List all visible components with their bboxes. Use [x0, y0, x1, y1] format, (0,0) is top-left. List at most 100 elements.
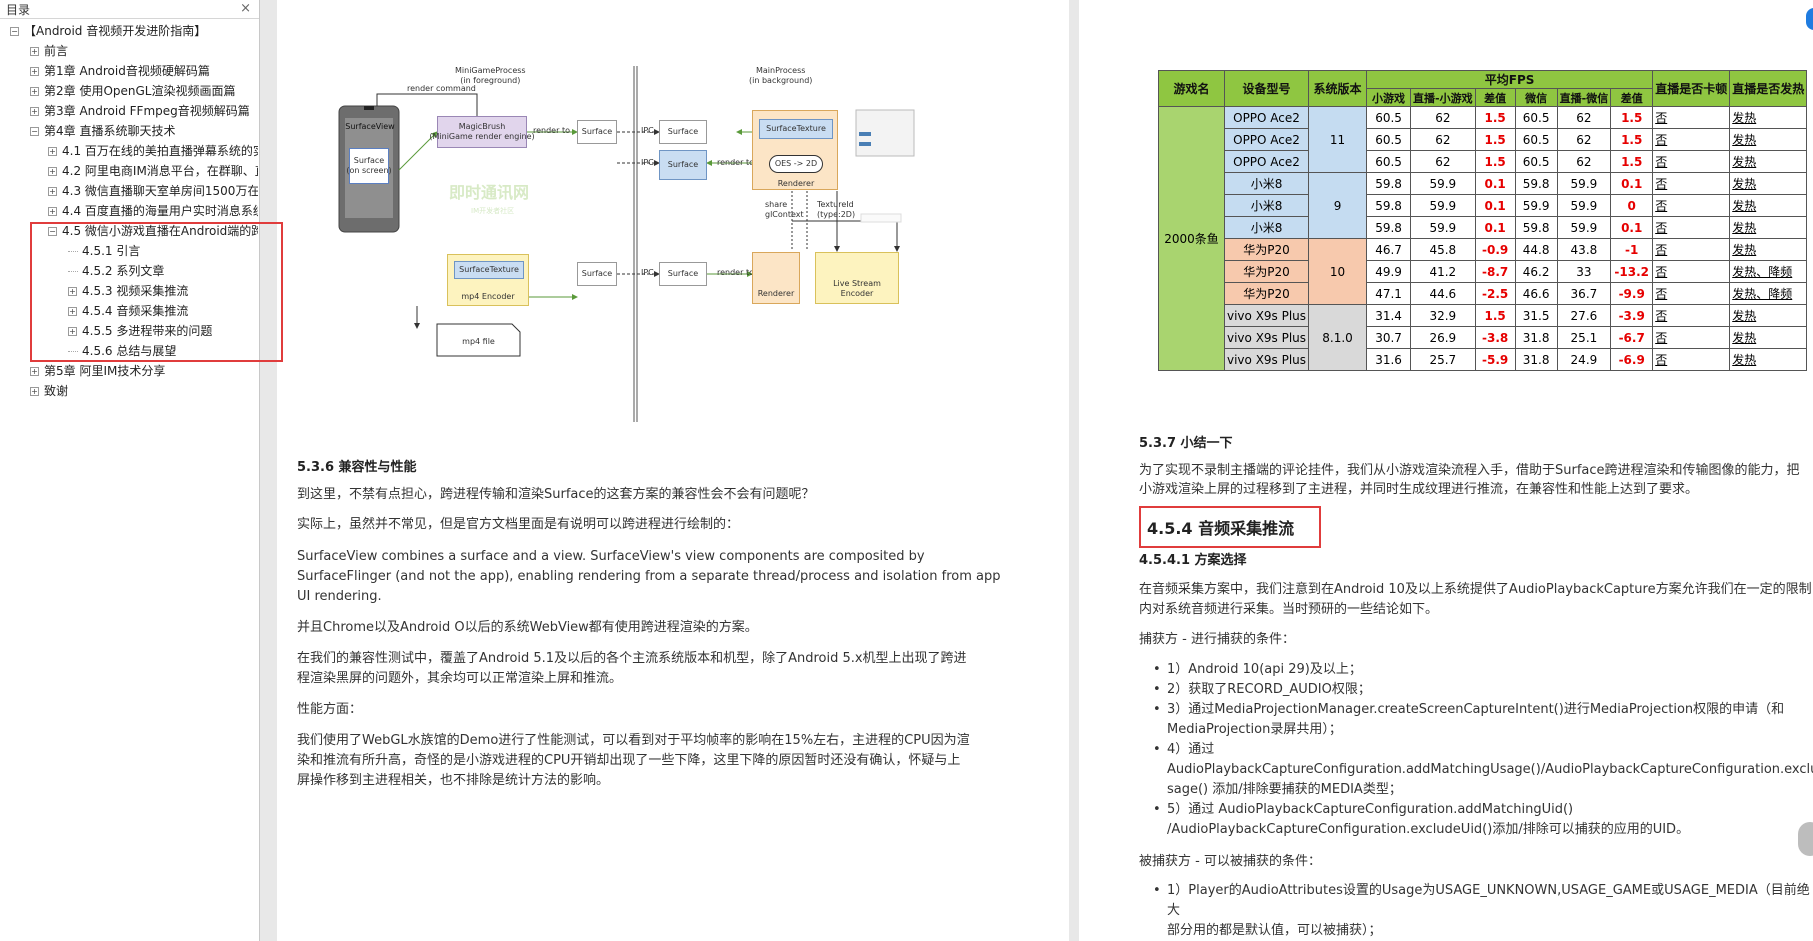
cell-heat: 发热	[1729, 106, 1808, 129]
cell-value: 59.9	[1410, 216, 1476, 239]
cell-model: OPPO Ace2	[1223, 150, 1310, 173]
list-item: 部分用的都是默认值，可以被捕获）；	[1167, 923, 1382, 938]
expand-icon[interactable]: +	[30, 106, 39, 116]
toc-item-label: 4.1 百万在线的美拍直播弹幕系统的实	[62, 144, 258, 158]
page-nav-icon[interactable]	[1806, 8, 1813, 30]
toc-item[interactable]: 4.5.6 总结与展望	[68, 341, 258, 361]
cell-value: 45.8	[1410, 238, 1476, 261]
expand-icon[interactable]: +	[30, 86, 39, 96]
cell-value: 49.9	[1366, 260, 1412, 283]
expand-icon[interactable]: +	[30, 386, 39, 396]
label-ipc-2: IPC	[641, 158, 654, 167]
cell-stutter: 否	[1652, 282, 1731, 305]
toc-item[interactable]: −4.5 微信小游戏直播在Android端的跨	[48, 221, 258, 241]
collapse-icon[interactable]: −	[48, 226, 57, 236]
th-sub: 直播-小游戏	[1410, 88, 1476, 107]
expand-icon[interactable]: +	[30, 366, 39, 376]
tree-connector	[68, 250, 78, 252]
scroll-up-button[interactable]	[1798, 822, 1813, 856]
magic-brush-box: MagicBrush (MiniGame render engine)	[429, 116, 535, 148]
label-mp4-encoder: mp4 Encoder	[461, 292, 515, 301]
cell-value: 62	[1556, 128, 1612, 151]
cell-value: -5.9	[1474, 348, 1516, 371]
expand-icon[interactable]: +	[68, 286, 77, 296]
label-main-process: MainProcess (in background)	[749, 66, 813, 85]
cell-os: 10	[1308, 238, 1368, 305]
choice-line-1: 在音频采集方案中，我们注意到在Android 10及以上系统提供了AudioPl…	[1139, 582, 1812, 597]
toc-item[interactable]: +4.2 阿里电商IM消息平台，在群聊、直	[48, 161, 258, 181]
cell-value: 59.9	[1556, 216, 1612, 239]
expand-icon[interactable]: +	[30, 66, 39, 76]
cell-value: 25.7	[1410, 348, 1476, 371]
th-heat: 直播是否发热	[1729, 70, 1808, 107]
th-sub: 微信	[1514, 88, 1558, 107]
toc-item[interactable]: +4.4 百度直播的海量用户实时消息系统	[48, 201, 258, 221]
captured-title: 被捕获方 - 可以被捕获的条件：	[1139, 854, 1321, 869]
th-sub: 小游戏	[1366, 88, 1412, 107]
toc-item-label: 4.5.5 多进程带来的问题	[82, 324, 213, 338]
cell-value: 32.9	[1410, 304, 1476, 327]
heading-536: 5.3.6 兼容性与性能	[297, 460, 417, 475]
toc-item[interactable]: +4.3 微信直播聊天室单房间1500万在线	[48, 181, 258, 201]
toc-item[interactable]: +前言	[30, 41, 258, 61]
expand-icon[interactable]: +	[68, 306, 77, 316]
expand-icon[interactable]: +	[30, 46, 39, 56]
para-1: 到这里，不禁有点担心，跨进程传输和渲染Surface的这套方案的兼容性会不会有问…	[297, 487, 815, 502]
quote-line-3: UI rendering.	[297, 589, 382, 604]
surface-box-4: Surface	[577, 262, 617, 286]
cell-value: 62	[1556, 106, 1612, 129]
toc-item[interactable]: +4.1 百万在线的美拍直播弹幕系统的实	[48, 141, 258, 161]
expand-icon[interactable]: +	[48, 186, 57, 196]
list-item: /AudioPlaybackCaptureConfiguration.exclu…	[1167, 822, 1690, 837]
heading-537: 5.3.7 小结一下	[1139, 436, 1233, 451]
cell-value: -6.7	[1610, 326, 1654, 349]
label-ipc-1: IPC	[641, 126, 654, 135]
toc-item[interactable]: +第3章 Android FFmpeg音视频解码篇	[30, 101, 258, 121]
cell-value: 0	[1610, 194, 1654, 217]
label-render-command: render command	[407, 84, 476, 93]
toc-item[interactable]: −【Android 音视频开发进阶指南】	[10, 21, 258, 41]
tree-connector	[68, 270, 78, 272]
expand-icon[interactable]: +	[48, 206, 57, 216]
label-ipc-3: IPC	[641, 268, 654, 277]
toc-item[interactable]: 4.5.2 系列文章	[68, 261, 258, 281]
close-icon[interactable]: ×	[240, 1, 251, 16]
toc-item[interactable]: + 第2章 使用OpenGL渲染视频画面篇	[30, 81, 258, 101]
toc-item[interactable]: 4.5.1 引言	[68, 241, 258, 261]
cell-model: vivo X9s Plus	[1223, 326, 1310, 349]
cell-value: 0.1	[1474, 194, 1516, 217]
toc-item[interactable]: +4.5.3 视频采集推流	[68, 281, 258, 301]
toc-item[interactable]: −第4章 直播系统聊天技术	[30, 121, 258, 141]
cell-stutter: 否	[1652, 326, 1731, 349]
list-item: 1）Player的AudioAttributes设置的Usage为USAGE_U…	[1139, 881, 1813, 921]
toc-item[interactable]: +第5章 阿里IM技术分享	[30, 361, 258, 381]
cell-model: OPPO Ace2	[1223, 106, 1310, 129]
collapse-icon[interactable]: −	[10, 26, 19, 36]
sidebar-splitter[interactable]	[260, 0, 277, 941]
toc-item[interactable]: +致谢	[30, 381, 258, 401]
summary-line-2: 小游戏渲染上屏的过程移到了主进程，并同时生成纹理进行推流，在兼容性和性能上达到了…	[1139, 482, 1699, 497]
toc-item-label: 第2章 使用OpenGL渲染视频画面篇	[44, 84, 236, 98]
cell-value: -3.9	[1610, 304, 1654, 327]
expand-icon[interactable]: +	[48, 146, 57, 156]
toc-item[interactable]: +第1章 Android音视频硬解码篇	[30, 61, 258, 81]
para-4-line-1: 在我们的兼容性测试中，覆盖了Android 5.1及以后的各个主流系统版本和机型…	[297, 651, 967, 666]
cell-value: 41.2	[1410, 260, 1476, 283]
cell-value: 31.5	[1514, 304, 1558, 327]
collapse-icon[interactable]: −	[30, 126, 39, 136]
expand-icon[interactable]: +	[68, 326, 77, 336]
cell-heat: 发热	[1729, 194, 1808, 217]
label-texture-id: TextureId (type:2D)	[817, 200, 856, 219]
cell-value: 31.6	[1366, 348, 1412, 371]
cell-value: 1.5	[1610, 106, 1654, 129]
expand-icon[interactable]: +	[48, 166, 57, 176]
toc-item[interactable]: +4.5.5 多进程带来的问题	[68, 321, 258, 341]
toc-item-label: 4.2 阿里电商IM消息平台，在群聊、直	[62, 164, 258, 178]
toc-item[interactable]: +4.5.4 音频采集推流	[68, 301, 258, 321]
cell-value: 1.5	[1474, 128, 1516, 151]
label-surface-view: SurfaceView	[345, 122, 395, 131]
